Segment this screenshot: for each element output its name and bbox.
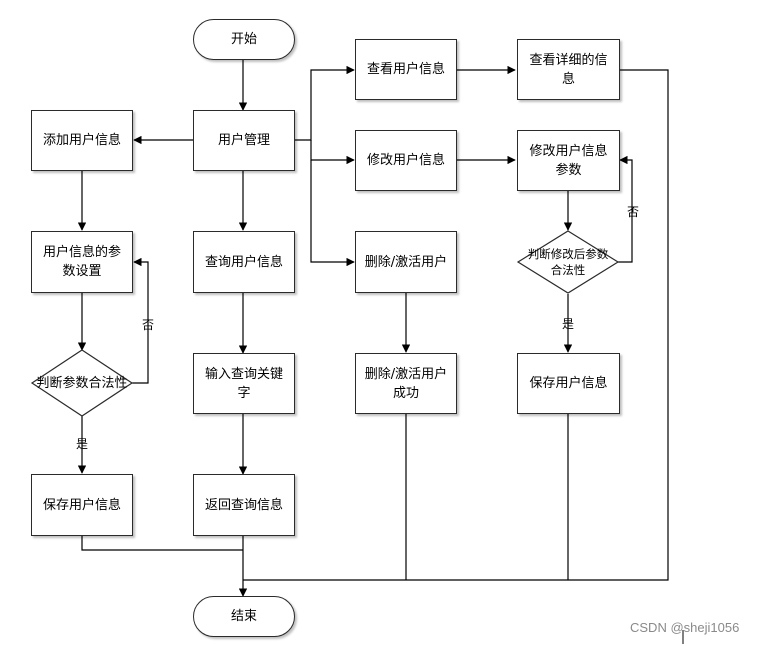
edge-label-yes-left: 是 [76,437,89,451]
delete-activate-label: 删除/激活用户 [364,254,448,270]
query-user-label: 查询用户信息 [204,254,283,270]
add-user-label: 添加用户信息 [42,133,121,148]
end-node: 结束 [193,596,295,637]
view-detail-label: 查看详细的信息 [529,52,608,87]
judge-params-label-box: 判断参数合法性 [32,364,132,402]
edge-label-no-left: 否 [142,318,155,332]
view-user-label: 查看用户信息 [366,62,445,77]
watermark: CSDN @sheji1056 [630,620,740,635]
edge-save-left-to-end [81,536,243,551]
delete-success-label: 删除/激活用户成功 [364,366,448,401]
delete-success-node: 删除/激活用户成功 [355,353,457,414]
modify-params-node: 修改用户信息参数 [517,130,620,191]
user-mgmt-node: 用户管理 [193,110,295,171]
edge-user-mgmt-to-modify [310,140,355,165]
edge-user-mgmt-to-view [295,65,355,141]
modify-params-label: 修改用户信息参数 [529,143,608,178]
add-user-node: 添加用户信息 [31,110,133,171]
judge-params-label: 判断参数合法性 [36,375,128,391]
edge-label-yes-right: 是 [562,317,575,331]
user-mgmt-label: 用户管理 [217,133,270,148]
edge-detail-to-end [243,69,669,581]
judge-modified-label: 判断修改后参数合法性 [527,247,609,277]
return-query-node: 返回查询信息 [193,474,295,536]
edge-label-no-right: 否 [627,205,640,219]
end-label: 结束 [230,609,257,624]
view-detail-node: 查看详细的信息 [517,39,620,100]
save-user-left-node: 保存用户信息 [31,474,133,536]
return-query-label: 返回查询信息 [204,497,283,513]
input-keyword-node: 输入查询关键字 [193,353,295,414]
start-node: 开始 [193,19,295,60]
modify-user-node: 修改用户信息 [355,130,457,191]
input-keyword-label: 输入查询关键字 [204,366,283,401]
start-label: 开始 [230,32,257,47]
judge-modified-label-box: 判断修改后参数合法性 [526,245,610,279]
decision-diamond-left [30,349,134,417]
view-user-node: 查看用户信息 [355,39,457,100]
edge-judge-left-no [132,257,149,384]
save-user-left-label: 保存用户信息 [42,497,121,513]
edge-judge-right-no [618,155,633,263]
save-user-right-node: 保存用户信息 [517,353,620,414]
param-setting-node: 用户信息的参数设置 [31,231,133,293]
param-setting-label: 用户信息的参数设置 [42,245,121,279]
save-user-right-label: 保存用户信息 [529,376,608,391]
delete-activate-node: 删除/激活用户 [355,231,457,293]
edge-user-mgmt-to-delete [310,160,355,267]
query-user-node: 查询用户信息 [193,231,295,293]
decision-diamond-right [516,230,620,294]
modify-user-label: 修改用户信息 [366,153,445,168]
